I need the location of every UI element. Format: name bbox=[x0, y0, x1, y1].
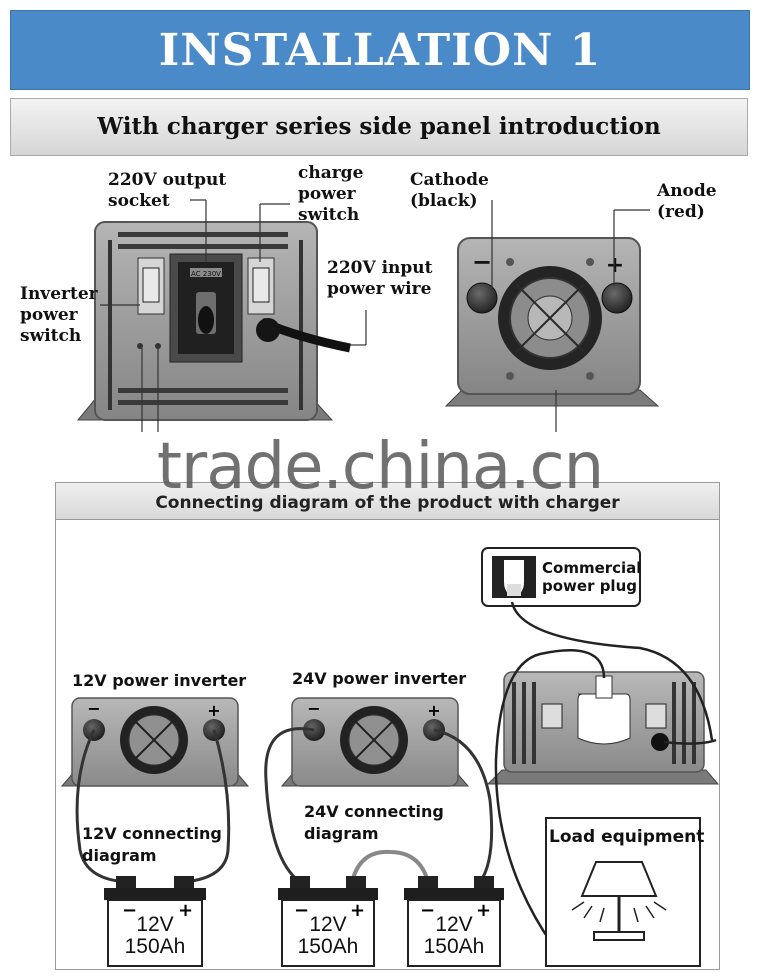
battery-wires bbox=[75, 727, 494, 884]
svg-text:−: − bbox=[87, 699, 100, 718]
svg-text:−: − bbox=[420, 900, 435, 921]
battery-3-text: 12V 150Ah bbox=[423, 913, 485, 958]
connecting-diagram-frame bbox=[55, 520, 720, 970]
charger-device bbox=[486, 671, 720, 785]
anode-label: Anode (red) bbox=[657, 181, 717, 222]
inverter-12v-label: 12V power inverter bbox=[72, 671, 247, 690]
svg-text:−: − bbox=[122, 900, 137, 921]
battery-1: − + bbox=[104, 876, 206, 967]
svg-text:+: + bbox=[476, 900, 491, 921]
commercial-plug-label: Commercial power plug bbox=[542, 559, 642, 595]
charge-switch-label: charge power switch bbox=[298, 163, 364, 225]
battery-2: − + bbox=[278, 876, 378, 967]
svg-text:−: − bbox=[307, 699, 320, 718]
svg-text:+: + bbox=[427, 701, 440, 720]
inverter-switch-label: Inverter power switch bbox=[20, 284, 98, 346]
panel-intro-title: With charger series side panel introduct… bbox=[97, 113, 661, 140]
conn-12v-label: 12V connecting diagram bbox=[82, 824, 222, 865]
battery-1-text: 12V 150Ah bbox=[124, 913, 186, 958]
inverter-24v-label: 24V power inverter bbox=[292, 669, 467, 688]
watermark: trade.china.cn bbox=[156, 430, 604, 504]
cathode-label: Cathode (black) bbox=[410, 170, 489, 211]
input-wire-label: 220V input power wire bbox=[327, 258, 433, 299]
svg-text:−: − bbox=[472, 248, 492, 276]
socket-voltage-text: AC 230V bbox=[191, 270, 221, 278]
cables bbox=[494, 601, 717, 945]
conn-24v-label: 24V connecting diagram bbox=[304, 802, 444, 843]
commercial-plug-box bbox=[481, 547, 641, 607]
output-socket-label: 220V output socket bbox=[108, 170, 227, 211]
svg-text:+: + bbox=[178, 900, 193, 921]
rear-panel-device: − + bbox=[444, 237, 660, 407]
header-banner: INSTALLATION 1 bbox=[10, 10, 750, 90]
inverter-12v: − + bbox=[60, 697, 250, 787]
page-title: INSTALLATION 1 bbox=[158, 25, 602, 76]
svg-text:−: − bbox=[294, 900, 309, 921]
load-equipment-label: Load equipment bbox=[549, 827, 705, 847]
inverter-24v: − + bbox=[280, 697, 470, 787]
panel-intro-bar: With charger series side panel introduct… bbox=[10, 98, 748, 156]
socket-plate-label bbox=[190, 268, 222, 277]
connecting-diagram-title: Connecting diagram of the product with c… bbox=[155, 493, 620, 513]
svg-text:+: + bbox=[606, 253, 624, 278]
battery-2-text: 12V 150Ah bbox=[297, 913, 359, 958]
connecting-diagram-bar: Connecting diagram of the product with c… bbox=[55, 482, 720, 520]
load-equipment-box bbox=[545, 817, 701, 967]
front-panel-device: AC 230V bbox=[76, 221, 351, 421]
svg-text:+: + bbox=[350, 900, 365, 921]
battery-3: − + bbox=[404, 876, 504, 967]
callout-lines bbox=[100, 199, 650, 432]
svg-text:+: + bbox=[207, 701, 220, 720]
